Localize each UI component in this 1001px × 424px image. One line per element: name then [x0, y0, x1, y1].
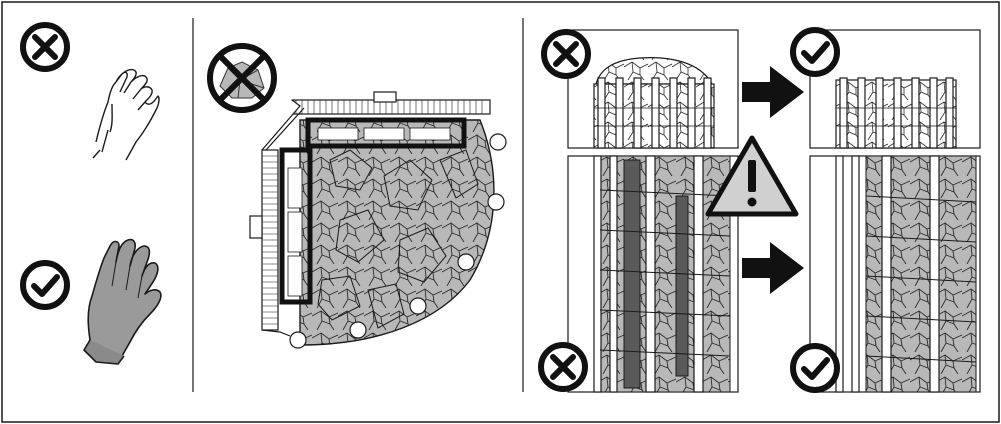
- stove-feet: [289, 133, 507, 349]
- check-icon: [793, 346, 837, 390]
- prohibited-stone-icon: [207, 43, 277, 113]
- panel-stove: [207, 43, 507, 349]
- element-slot: [363, 127, 405, 141]
- element-slot: [287, 167, 303, 209]
- element-slot: [287, 211, 303, 253]
- element-slot: [287, 255, 303, 297]
- panel-gloves: [23, 25, 162, 365]
- arrow-right-icon: [742, 66, 804, 118]
- check-icon: [793, 30, 837, 74]
- prohibited-icon: [541, 345, 585, 389]
- stones-loose-figure: [809, 155, 981, 393]
- element-slot: [317, 127, 359, 141]
- bare-hand-icon: [92, 68, 160, 161]
- prohibited-icon: [544, 32, 588, 76]
- heating-element-top: [305, 117, 467, 149]
- prohibited-icon: [23, 25, 67, 69]
- stones-too-high-figure: [567, 29, 739, 149]
- warning-icon: [705, 135, 799, 217]
- arrow-right-icon: [742, 242, 804, 294]
- gloved-hand-icon: [83, 238, 162, 365]
- check-icon: [23, 263, 67, 307]
- stones-packed-figure: [567, 155, 739, 393]
- stone-pile: [299, 119, 495, 346]
- stones-correct-height-figure: [809, 29, 981, 149]
- stove-body: [249, 91, 491, 337]
- element-slot: [409, 127, 451, 141]
- stone-facets: [317, 149, 479, 329]
- heating-element-left: [279, 147, 313, 305]
- panel-stacking: [541, 29, 981, 393]
